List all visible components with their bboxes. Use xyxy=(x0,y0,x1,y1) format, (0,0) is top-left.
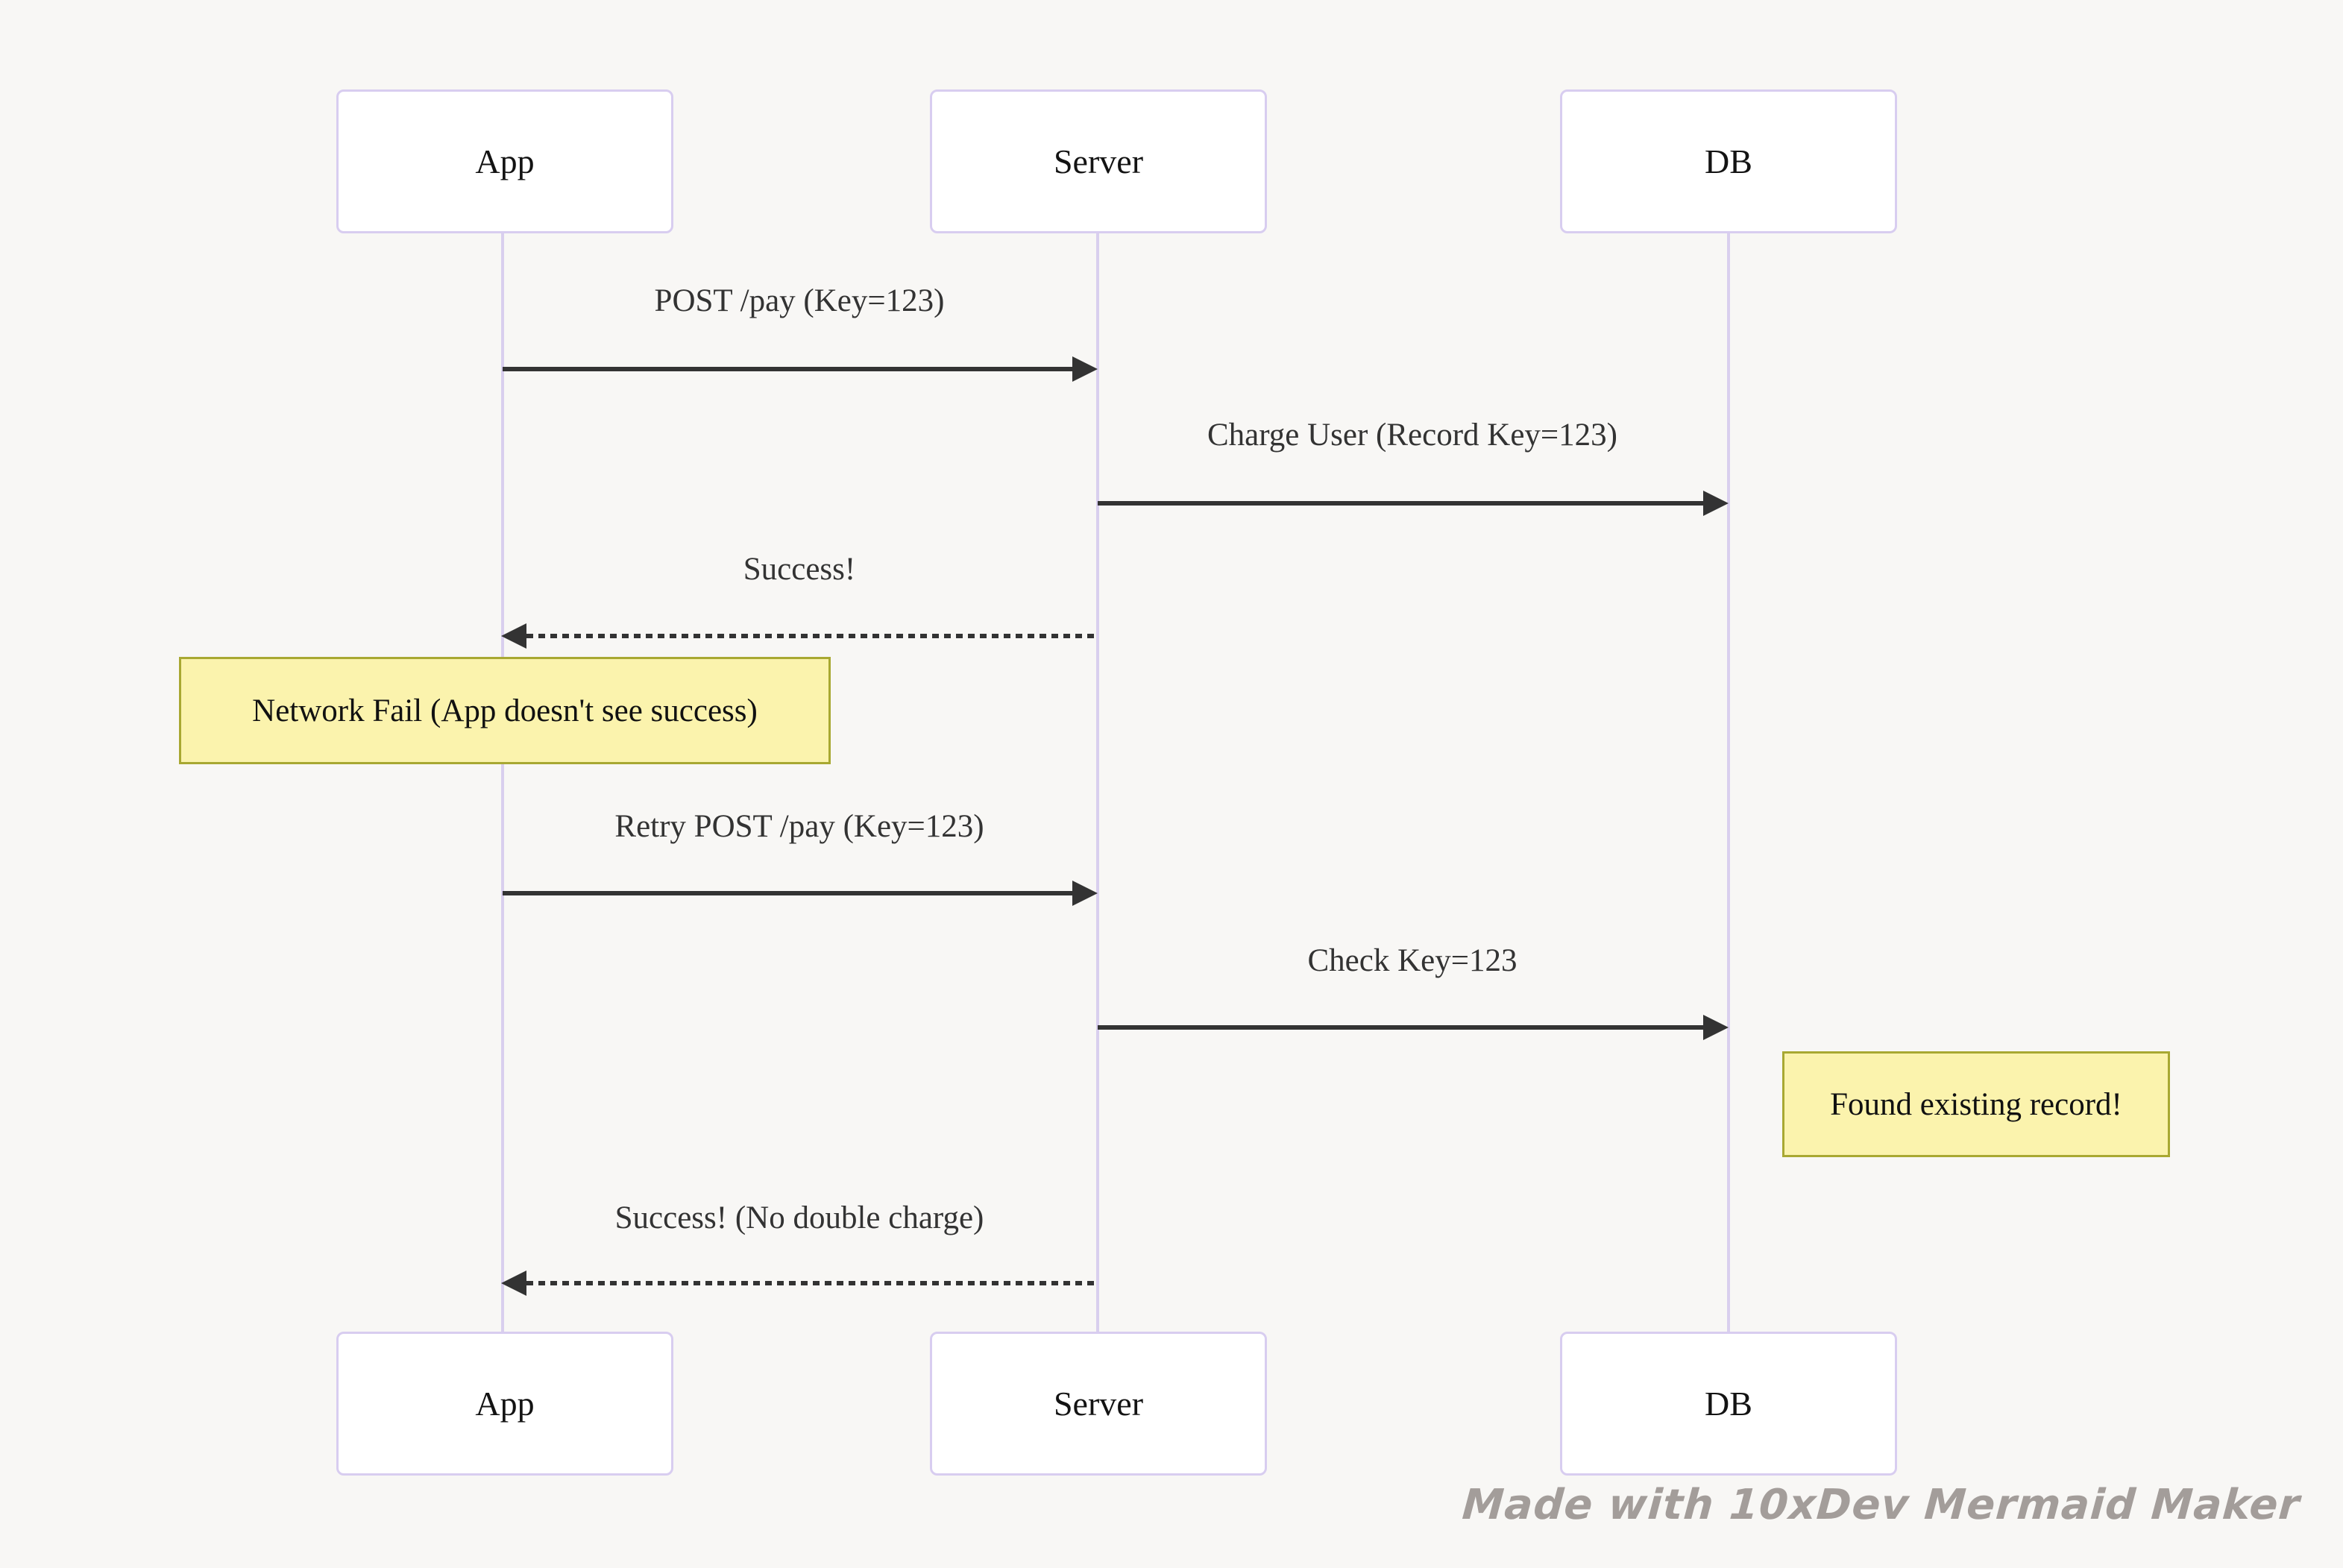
note-network-fail: Network Fail (App doesn't see success) xyxy=(179,657,831,764)
message-label-check-key: Check Key=123 xyxy=(1307,943,1518,978)
arrowhead-right-icon xyxy=(1703,491,1729,516)
arrow-line-success xyxy=(526,634,1098,638)
arrowhead-right-icon xyxy=(1072,356,1098,382)
message-label-post-pay: POST /pay (Key=123) xyxy=(654,283,945,318)
arrowhead-left-icon xyxy=(501,623,526,649)
arrowhead-left-icon xyxy=(501,1271,526,1296)
message-label-retry-post: Retry POST /pay (Key=123) xyxy=(614,809,984,844)
lifeline-db xyxy=(1727,231,1730,1334)
watermark: Made with 10xDev Mermaid Maker xyxy=(1460,1481,2302,1529)
actor-box-server-top: Server xyxy=(930,89,1267,233)
lifeline-app xyxy=(501,231,504,1334)
actor-box-app-top: App xyxy=(336,89,673,233)
message-label-success: Success! xyxy=(743,552,856,587)
message-label-success-no-double-charge: Success! (No double charge) xyxy=(614,1200,984,1235)
arrow-line-check-key xyxy=(1098,1025,1703,1030)
arrowhead-right-icon xyxy=(1072,881,1098,906)
actor-box-server-bottom: Server xyxy=(930,1332,1267,1476)
actor-box-app-bottom: App xyxy=(336,1332,673,1476)
note-found-record: Found existing record! xyxy=(1782,1051,2170,1157)
actor-box-db-bottom: DB xyxy=(1560,1332,1897,1476)
arrow-line-post-pay xyxy=(503,367,1074,371)
arrow-line-charge-user xyxy=(1098,501,1703,506)
lifeline-server xyxy=(1096,231,1099,1334)
arrowhead-right-icon xyxy=(1703,1015,1729,1040)
message-label-charge-user: Charge User (Record Key=123) xyxy=(1207,418,1618,453)
actor-box-db-top: DB xyxy=(1560,89,1897,233)
arrow-line-retry-post xyxy=(503,891,1074,895)
arrow-line-success-no-double-charge xyxy=(526,1281,1098,1285)
